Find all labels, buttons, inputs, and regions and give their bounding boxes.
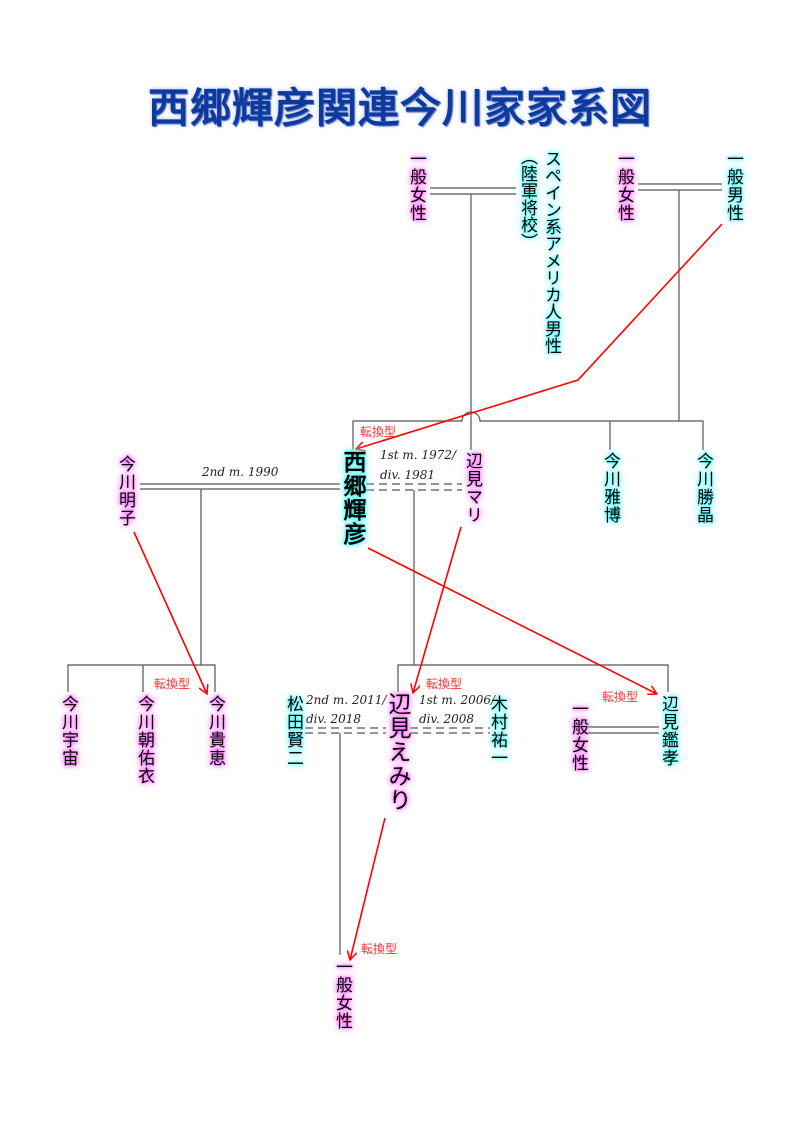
person-henmi-mari: 辺見マリ [462, 452, 482, 524]
person-imagawa-takae: 今川貴恵 [205, 695, 225, 767]
divorce-label: div. 2018 [306, 712, 362, 726]
transition-label: 転換型 [154, 677, 191, 691]
transition-label: 転換型 [361, 942, 398, 956]
transition-arrow [356, 223, 723, 449]
person-kantaka-wife: 一般女性 [568, 700, 588, 772]
page-title: 西郷輝彦関連今川家家系図 [148, 84, 652, 132]
transition-label: 転換型 [360, 425, 397, 439]
person-emiri-child: 一般女性 [332, 958, 352, 1030]
person-henmi-emiri: 辺見えみり [384, 692, 410, 812]
person-kimura-yuichi: 木村祐一 [487, 695, 507, 767]
person-imagawa-asayui: 今川朝佑衣 [134, 695, 154, 785]
person-imagawa-sora: 今川宇宙 [58, 695, 78, 767]
divorce-label: div. 2008 [419, 712, 475, 726]
transition-arrow [367, 547, 657, 694]
sibling-bar [67, 664, 216, 692]
transition-arrow [350, 817, 386, 960]
marriage-label: 2nd m. 1990 [202, 465, 279, 479]
transition-arrow [413, 526, 462, 693]
person-matsuda-kenji: 松田賢二 [283, 695, 303, 767]
sibling-bar [397, 664, 669, 692]
marriage-label: 1st m. 1972/ [380, 448, 457, 462]
person-spanish-man: スペイン系アメリカ人男性 [541, 150, 561, 354]
person-top-woman-1: 一般女性 [406, 150, 426, 222]
person-imagawa-akiko: 今川明子 [115, 455, 135, 527]
person-top-man: 一般男性 [723, 150, 743, 222]
marriage-label: 1st m. 2006/ [419, 693, 496, 707]
person-top-woman-2: 一般女性 [614, 150, 634, 222]
person-imagawa-masahiro: 今川雅博 [600, 452, 620, 524]
person-saigo-teruhiko: 西郷輝彦 [339, 450, 366, 546]
transition-arrow [133, 531, 207, 694]
marriage-label: 2nd m. 2011/ [306, 693, 387, 707]
person-henmi-kantaka: 辺見鑑孝 [658, 695, 678, 767]
person-imagawa-katsuaki: 今川勝晶 [693, 452, 713, 524]
transition-label: 転換型 [426, 677, 463, 691]
divorce-label: div. 1981 [380, 468, 436, 482]
sibling-bar [352, 411, 704, 450]
transition-label: 転換型 [602, 690, 639, 704]
person-spanish-man-note: （陸軍将校） [517, 148, 537, 250]
